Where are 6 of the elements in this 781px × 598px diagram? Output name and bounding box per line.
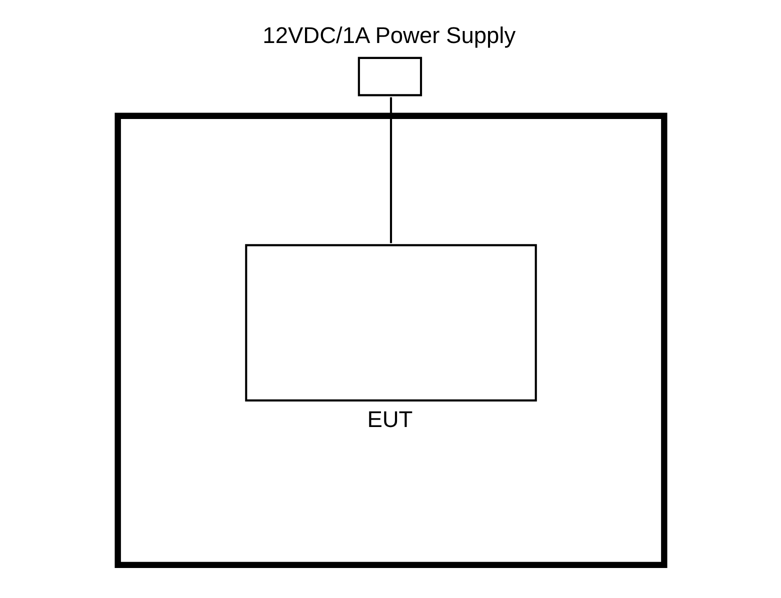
node-box — [357, 56, 422, 96]
node-label: 12VDC/1A Power Supply — [262, 22, 516, 48]
node-box — [244, 244, 536, 402]
node-label: EUT — [366, 406, 412, 432]
connector — [389, 97, 392, 244]
cluster — [114, 112, 667, 568]
